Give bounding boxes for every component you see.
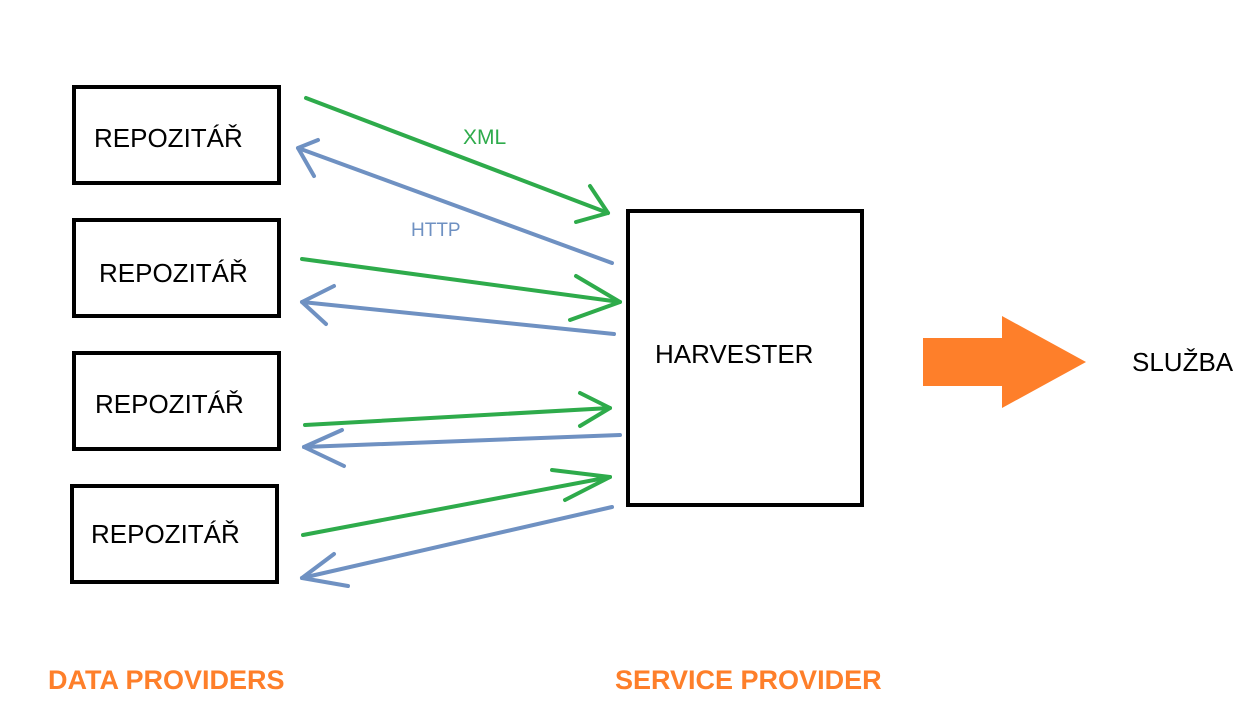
data-providers-caption: DATA PROVIDERS [48,665,285,695]
repository-label: REPOZITÁŘ [95,389,244,419]
output-arrow [923,316,1086,408]
repository-box-4: REPOZITÁŘ [70,484,279,584]
repository-label: REPOZITÁŘ [91,519,240,549]
http-arrow-1 [296,138,614,265]
repository-box-1: REPOZITÁŘ [72,85,281,185]
xml-arrow-1 [304,96,610,224]
http-arrow-2 [300,284,616,336]
harvester-label: HARVESTER [655,339,814,369]
repository-label: REPOZITÁŘ [94,123,243,153]
http-protocol-label: HTTP [411,220,461,241]
http-arrow-3 [302,428,622,468]
service-label: SLUŽBA [1132,347,1234,377]
xml-arrow-4 [301,468,612,537]
xml-protocol-label: XML [463,126,507,149]
service-provider-caption: SERVICE PROVIDER [615,665,882,695]
repository-box-2: REPOZITÁŘ [72,218,281,318]
repository-box-3: REPOZITÁŘ [72,351,281,451]
xml-arrow-3 [303,391,612,428]
http-arrow-4 [300,505,614,588]
xml-arrow-2 [300,257,622,322]
harvester-box: HARVESTER [626,209,864,507]
repository-label: REPOZITÁŘ [99,258,248,288]
